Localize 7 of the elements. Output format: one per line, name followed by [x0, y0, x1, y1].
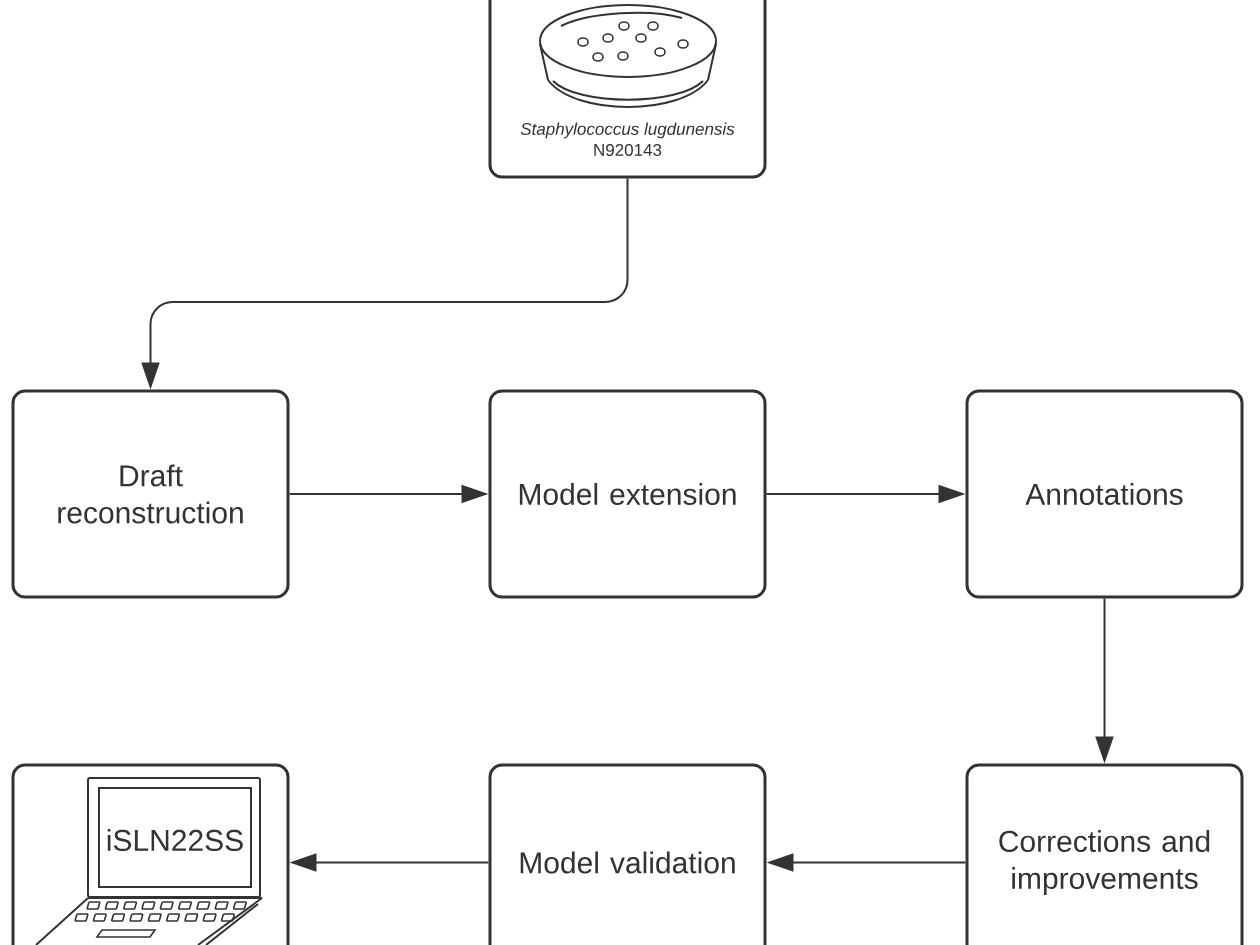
- process-box: Draft reconstruction: [11, 389, 290, 599]
- process-box: Staphylococcus lugdunensis N920143: [488, 0, 767, 179]
- process-box: Annotations: [965, 389, 1244, 599]
- process-box: Model extension: [488, 389, 767, 599]
- process-box: Model validation: [488, 763, 767, 945]
- process-box: Corrections and improvements: [965, 763, 1244, 945]
- process-box: iSLN22SS: [11, 763, 290, 945]
